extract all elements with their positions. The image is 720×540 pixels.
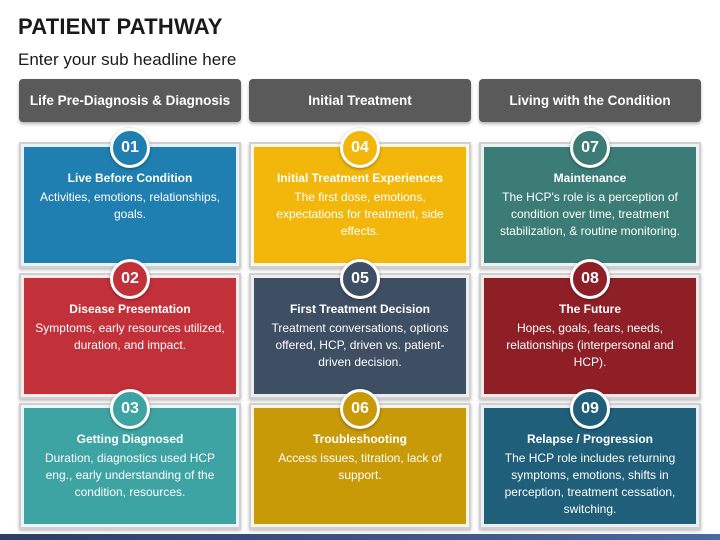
step-title: Maintenance <box>553 171 627 185</box>
step-badge-05: 05 <box>340 259 380 299</box>
step-badge-08: 08 <box>570 259 610 299</box>
step-description: The HCP role includes returning symptoms… <box>504 451 676 516</box>
step-description: Hopes, goals, fears, needs, relationship… <box>506 321 674 369</box>
step-title: Troubleshooting <box>313 432 407 446</box>
page-subtitle: Enter your sub headline here <box>18 50 237 69</box>
step-title: Initial Treatment Experiences <box>276 171 444 185</box>
footer-bar <box>0 534 720 540</box>
step-badge-04: 04 <box>340 128 380 168</box>
step-description: The first dose, emotions, expectations f… <box>276 190 444 238</box>
column-header-living-with-condition: Living with the Condition <box>479 79 701 122</box>
column-header-initial-treatment: Initial Treatment <box>249 79 471 122</box>
step-title: Getting Diagnosed <box>76 432 184 446</box>
step-badge-02: 02 <box>110 259 150 299</box>
step-description: Treatment conversations, options offered… <box>271 321 449 369</box>
step-title: Live Before Condition <box>67 171 193 185</box>
column-header-pre-diagnosis: Life Pre-Diagnosis & Diagnosis <box>19 79 241 122</box>
step-title: The Future <box>559 302 621 316</box>
step-badge-09: 09 <box>570 389 610 429</box>
step-description: Symptoms, early resources utilized, dura… <box>35 321 225 352</box>
step-description: Activities, emotions, relationships, goa… <box>39 190 221 221</box>
page-title: PATIENT PATHWAY <box>18 14 223 39</box>
step-description: Access issues, titration, lack of suppor… <box>278 451 442 482</box>
step-description: Duration, diagnostics used HCP eng., ear… <box>44 451 216 499</box>
step-title: Disease Presentation <box>69 302 191 316</box>
step-badge-03: 03 <box>110 389 150 429</box>
step-badge-06: 06 <box>340 389 380 429</box>
step-badge-07: 07 <box>570 128 610 168</box>
step-badge-01: 01 <box>110 128 150 168</box>
step-description: The HCP's role is a perception of condit… <box>499 190 681 238</box>
step-title: First Treatment Decision <box>289 302 431 316</box>
step-title: Relapse / Progression <box>526 432 654 446</box>
